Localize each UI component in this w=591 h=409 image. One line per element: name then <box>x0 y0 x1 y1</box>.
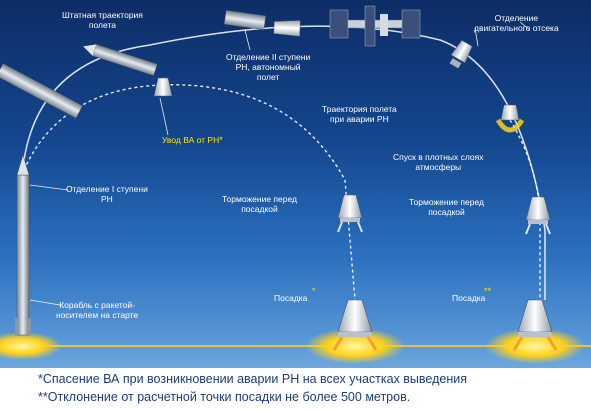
label-stage1-separation: Отделение I ступени РН <box>66 184 148 204</box>
space-station <box>329 5 421 47</box>
abort-capsule <box>153 77 173 97</box>
footnote-panel <box>0 368 591 409</box>
label-landing-right: Посадка <box>452 293 486 303</box>
label-ship-on-launch: Корабль с ракетой- носителем на старте <box>56 300 139 320</box>
label-engine-separation: Отделение двигательного отсека <box>474 13 559 33</box>
separating-ship <box>449 40 473 69</box>
second-stage-rocket <box>83 44 158 76</box>
star-landing-right: ** <box>484 286 492 296</box>
first-stage-rocket <box>0 63 83 119</box>
label-nominal-trajectory: Штатная траектория полета <box>62 10 143 30</box>
reentry-capsule <box>495 104 525 133</box>
third-stage-rocket <box>223 10 267 30</box>
label-stage2-separation: Отделение II ступени РН, автономный поле… <box>226 52 311 82</box>
star-landing-left: * <box>312 286 316 296</box>
label-abort-trajectory: Траектория полета при аварии РН <box>322 104 397 124</box>
landing-capsule-right <box>512 299 558 351</box>
landing-right-glow <box>485 328 585 364</box>
label-braking-right: Торможение перед посадкой <box>409 197 484 217</box>
label-landing-left: Посадка <box>274 293 308 303</box>
abort-trajectory-path <box>23 84 356 301</box>
braking-capsule-left <box>337 194 363 233</box>
landing-left-glow <box>305 328 405 364</box>
braking-capsule-right <box>525 196 551 235</box>
launch-pad-glow <box>0 332 62 360</box>
launch-rocket <box>15 154 31 336</box>
label-dense-atmosphere: Спуск в плотных слоях атмосферы <box>393 152 484 172</box>
free-flight-ship <box>273 20 301 37</box>
footnote-rescue: *Спасение ВА при возникновении аварии РН… <box>38 372 467 386</box>
label-braking-left: Торможение перед посадкой <box>222 194 297 214</box>
landing-capsule-left <box>332 299 378 351</box>
label-abort-to-orbit: Увод ВА от РН* <box>162 135 223 145</box>
footnote-landing-accuracy: **Отклонение от расчетной точки посадки … <box>38 390 411 404</box>
